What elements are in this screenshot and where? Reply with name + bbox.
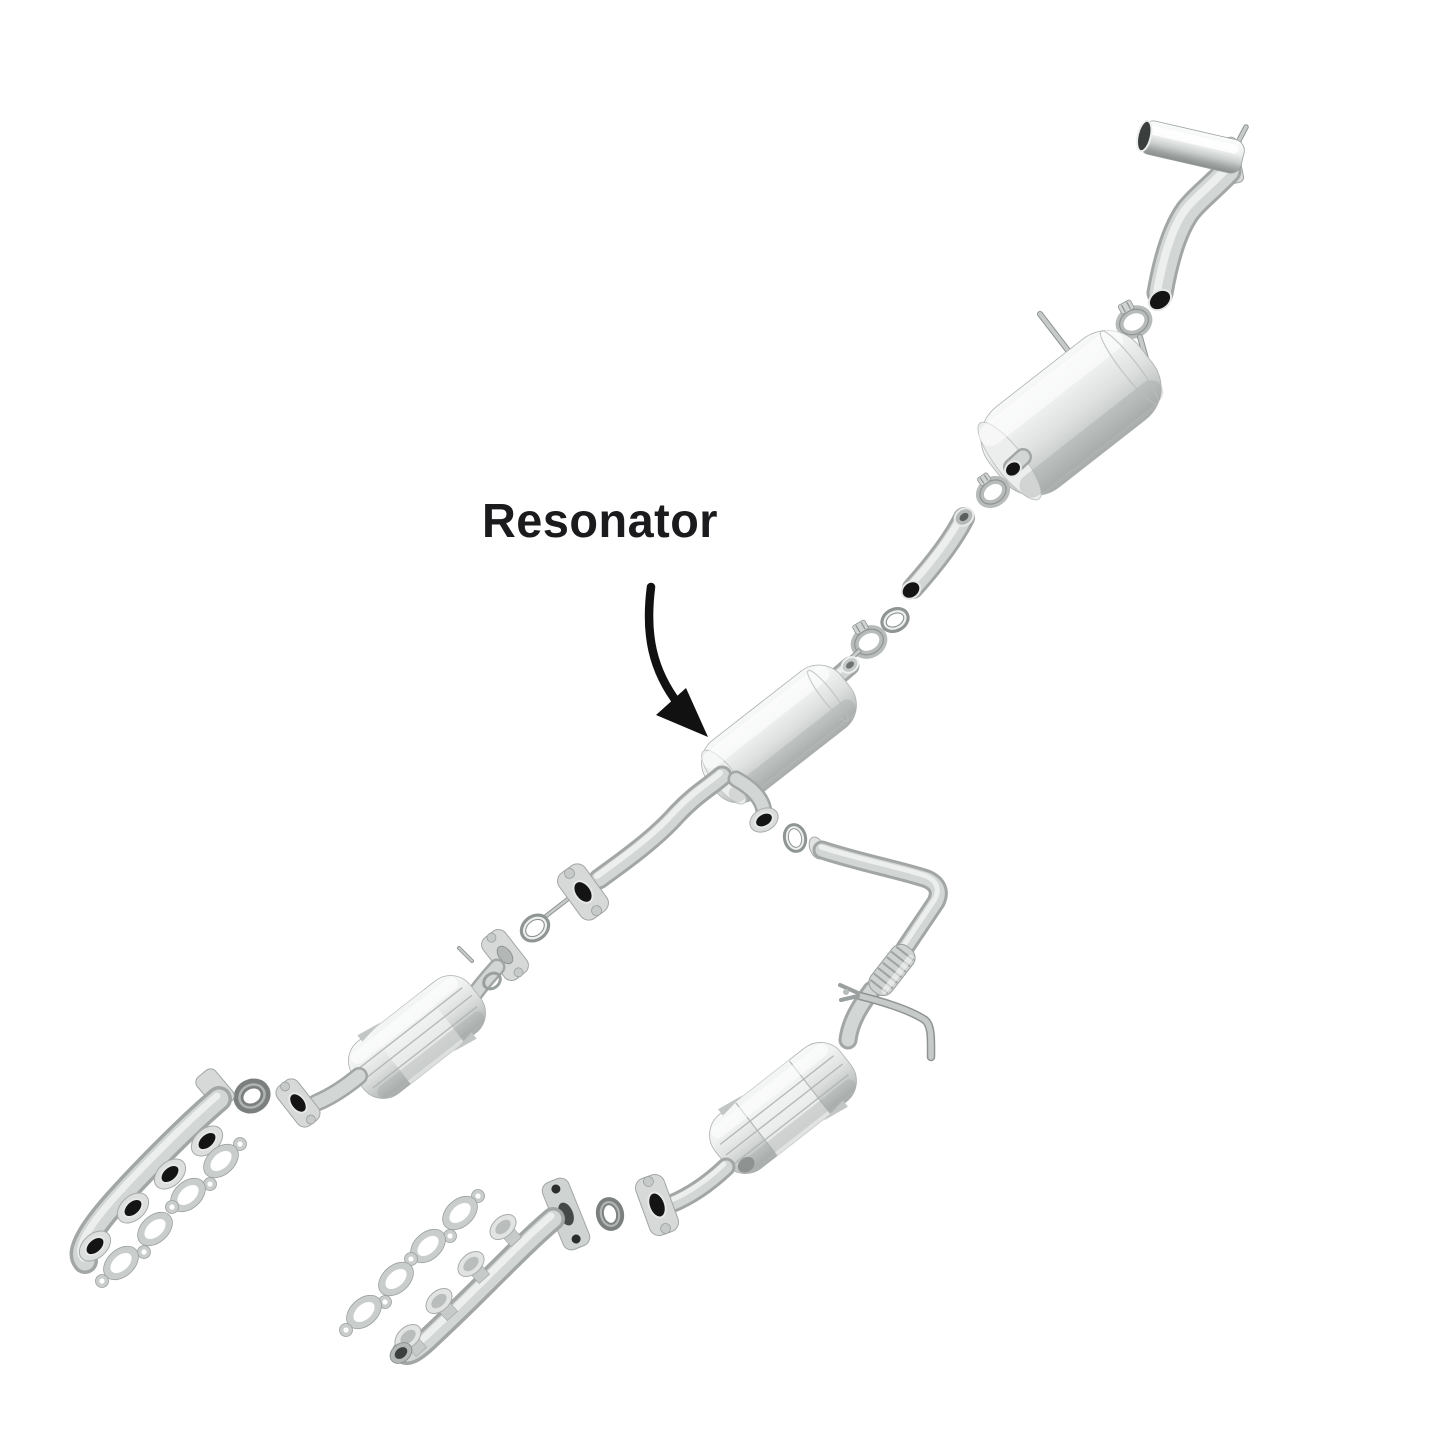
catalytic-converter-right xyxy=(634,1042,857,1237)
tailpipe-tip xyxy=(1136,119,1245,174)
exhaust-manifold-right xyxy=(389,1177,591,1367)
manifold-left-port xyxy=(78,1230,112,1262)
junction-elbow xyxy=(736,779,779,833)
connector-pipe-inlet-bore xyxy=(959,512,969,522)
hanger-fork-prong xyxy=(838,983,860,995)
manifold-gasket-right xyxy=(339,1189,485,1337)
hanger-bracket-right xyxy=(838,983,931,1057)
connector-pipe xyxy=(900,505,977,600)
front-pipe-right xyxy=(808,836,938,1040)
resonator-inlet-bore xyxy=(846,661,854,669)
intermediate-gasket-ring xyxy=(519,913,551,943)
donut-gasket-right xyxy=(595,1197,625,1231)
intermediate-pipe xyxy=(546,773,722,921)
muffler-outlet-end xyxy=(1004,460,1022,478)
resonator-body xyxy=(701,664,857,805)
tailpipe xyxy=(1136,119,1246,312)
cat-left-outlet-flange xyxy=(275,1078,321,1128)
manifold-right-runner xyxy=(457,1251,491,1284)
manifold-left-port xyxy=(116,1192,150,1224)
pipe-flange xyxy=(557,863,609,921)
manifold-left-port xyxy=(153,1158,187,1190)
junction-gasket-ring xyxy=(782,823,808,853)
catalytic-converter-left xyxy=(275,929,529,1128)
muffler-outlet-clamp xyxy=(975,472,1011,509)
manifold-right-runner xyxy=(425,1288,459,1321)
hanger-fork-pin xyxy=(843,989,849,995)
tailpipe-clamp xyxy=(1115,299,1153,339)
manifold-right-runner xyxy=(489,1214,523,1247)
muffler xyxy=(977,314,1164,501)
callout: Resonator xyxy=(482,495,718,737)
resonator xyxy=(701,651,868,805)
flex-coupling xyxy=(868,943,916,997)
donut-gasket-left xyxy=(233,1078,271,1114)
connector-gasket-ring xyxy=(880,607,910,633)
exhaust-manifold-left xyxy=(74,1068,235,1267)
manifold-gasket-left xyxy=(95,1137,247,1288)
manifold-right-outlet xyxy=(389,1342,413,1364)
resonator-inlet-clamp xyxy=(850,619,888,659)
hanger-fork-prong xyxy=(839,994,860,1002)
callout-arrow xyxy=(644,582,684,710)
cat-right-body xyxy=(709,1042,857,1174)
tailpipe-open-end xyxy=(1147,288,1173,312)
cat-left-body xyxy=(348,975,486,1099)
resonator-label: Resonator xyxy=(482,495,718,548)
cat-left-inlet-flange xyxy=(481,929,529,981)
cat-left-collar xyxy=(482,971,502,991)
manifold-right-runner xyxy=(394,1324,428,1357)
callout-arrowhead xyxy=(656,688,708,737)
connector-pipe-open-end xyxy=(900,580,922,600)
cat-right-outlet-flange xyxy=(634,1173,680,1237)
